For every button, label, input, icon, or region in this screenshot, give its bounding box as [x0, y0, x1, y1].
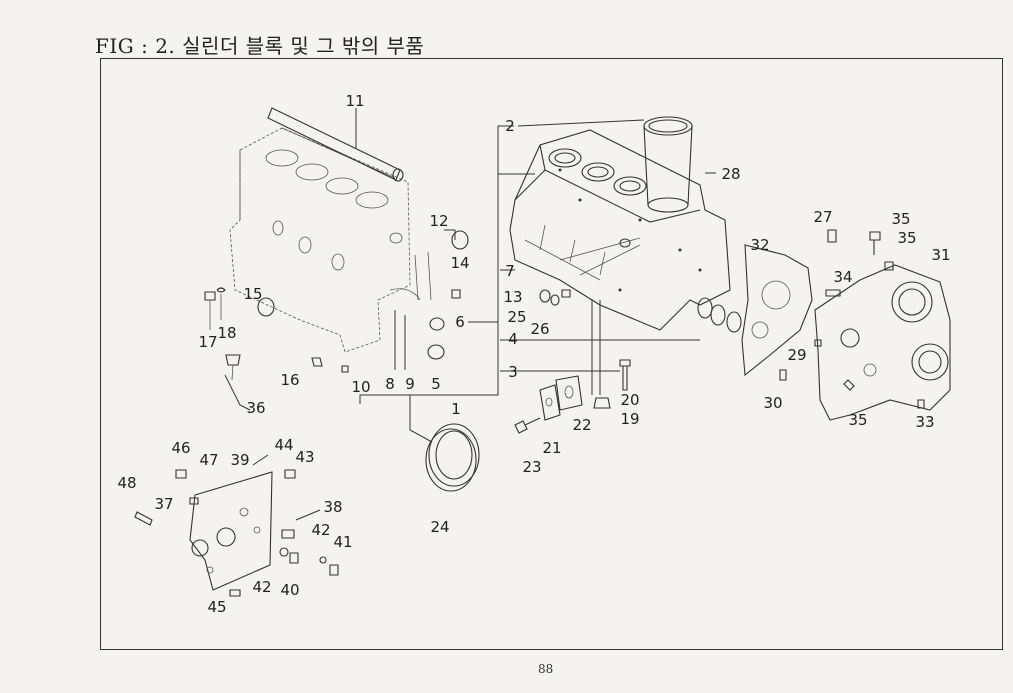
callout-21: 21 — [542, 439, 561, 457]
callout-3: 3 — [508, 363, 518, 381]
cylinder-block-drawing — [509, 129, 731, 331]
callout-18: 18 — [217, 324, 236, 342]
callout-2: 2 — [505, 117, 515, 135]
center-small-parts — [539, 244, 641, 306]
callout-27: 27 — [813, 208, 832, 226]
right-small-parts — [779, 229, 925, 409]
callout-42-a: 42 — [311, 521, 330, 539]
callout-15: 15 — [243, 285, 262, 303]
callout-40: 40 — [280, 581, 299, 599]
callout-17: 17 — [198, 333, 217, 351]
callout-14: 14 — [450, 254, 469, 272]
callout-34: 34 — [833, 268, 852, 286]
callout-37: 37 — [154, 495, 173, 513]
callout-41: 41 — [333, 533, 352, 551]
callout-47: 47 — [199, 451, 218, 469]
callout-45: 45 — [207, 598, 226, 616]
part-31-gear-case — [814, 264, 951, 421]
callout-16: 16 — [280, 371, 299, 389]
callout-32: 32 — [750, 236, 769, 254]
callout-25: 25 — [507, 308, 526, 326]
callout-28: 28 — [721, 165, 740, 183]
figure-title: FIG : 2. 실린더 블록 및 그 밖의 부품 — [95, 34, 425, 58]
callout-4: 4 — [508, 330, 518, 348]
page-number: 88 — [538, 662, 554, 676]
callout-31: 31 — [931, 246, 950, 264]
callout-48: 48 — [117, 474, 136, 492]
callout-42-b: 42 — [252, 578, 271, 596]
callout-19: 19 — [620, 410, 639, 428]
part-2-cylinder-liner — [643, 116, 693, 213]
part-32-gasket — [741, 244, 813, 377]
callout-22: 22 — [572, 416, 591, 434]
callout-30: 30 — [763, 394, 782, 412]
bolts-19-20 — [593, 359, 631, 409]
callout-10: 10 — [351, 378, 370, 396]
gaskets-21-22 — [539, 375, 583, 421]
part-11-rod — [267, 107, 404, 182]
callout-35-c: 35 — [848, 411, 867, 429]
callout-26: 26 — [530, 320, 549, 338]
callout-38: 38 — [323, 498, 342, 516]
callout-12: 12 — [429, 212, 448, 230]
left-small-parts — [204, 230, 469, 381]
bolt-23 — [514, 417, 541, 434]
callout-33: 33 — [915, 413, 934, 431]
callout-7: 7 — [505, 262, 515, 280]
leader-lines — [224, 108, 716, 521]
part-24-oil-seal — [425, 423, 480, 492]
callout-46: 46 — [171, 439, 190, 457]
callout-24: 24 — [430, 518, 449, 536]
callout-13: 13 — [503, 288, 522, 306]
callout-35-b: 35 — [897, 229, 916, 247]
callout-44: 44 — [274, 436, 293, 454]
callout-36: 36 — [246, 399, 265, 417]
callout-8: 8 — [385, 375, 395, 393]
callout-labels: 1 2 3 4 5 6 7 8 9 10 11 12 13 14 15 16 1… — [117, 92, 950, 616]
callout-20: 20 — [620, 391, 639, 409]
callout-23: 23 — [522, 458, 541, 476]
callout-5: 5 — [431, 375, 441, 393]
callout-29: 29 — [787, 346, 806, 364]
callout-6: 6 — [455, 313, 465, 331]
cylinder-block-ghost-drawing — [229, 127, 421, 353]
callout-35-a: 35 — [891, 210, 910, 228]
part-39-rear-plate — [134, 469, 339, 597]
callout-9: 9 — [405, 375, 415, 393]
callout-43: 43 — [295, 448, 314, 466]
callout-39: 39 — [230, 451, 249, 469]
part-4-seals — [697, 297, 742, 333]
callout-11: 11 — [345, 92, 364, 110]
callout-1: 1 — [451, 400, 461, 418]
diagram-frame — [100, 58, 1003, 650]
